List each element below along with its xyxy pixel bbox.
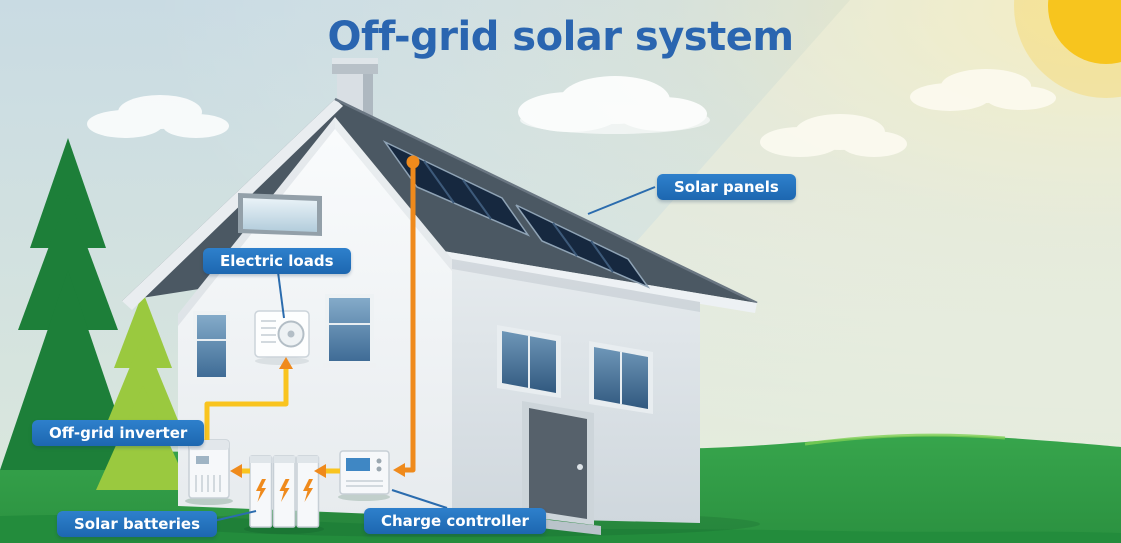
battery-unit [249, 455, 273, 528]
solar-panel-array [382, 140, 651, 289]
controller-screen [346, 458, 370, 471]
cable-inverter-to-load [204, 369, 289, 440]
flow-arrow [314, 464, 326, 478]
page-title: Off-grid solar system [327, 14, 794, 60]
label-pointer-electric-loads [277, 271, 285, 319]
roof-ridge-line [334, 97, 758, 305]
label-electric-loads: Electric loads [203, 248, 351, 274]
label-solar-panels: Solar panels [657, 174, 796, 200]
window-facade-left [191, 311, 232, 384]
side-wall [452, 259, 700, 523]
inverter-unit [185, 439, 233, 505]
window-facade-right [323, 294, 376, 368]
facade-wall [178, 117, 452, 517]
cloud [87, 95, 229, 138]
roof-eave-fascia [441, 251, 757, 313]
solar-panel [515, 204, 651, 289]
lightning-icon [303, 479, 313, 502]
flow-arrow [230, 464, 242, 478]
label-pointer-charge-controller [391, 489, 448, 509]
battery-unit [272, 455, 296, 528]
flow-arrow [279, 357, 293, 369]
eave-shadow-right [335, 117, 452, 271]
label-pointer-solar-panels [587, 186, 656, 215]
lightning-icon [256, 479, 266, 502]
roof-gable-trim [122, 99, 343, 310]
label-solar-batteries: Solar batteries [57, 511, 218, 537]
cloud [518, 76, 710, 134]
door-handle [577, 464, 583, 470]
sun [1048, 0, 1121, 64]
battery-unit [296, 455, 320, 528]
attic-window [238, 193, 322, 236]
cloud [910, 69, 1056, 111]
ac-unit [254, 310, 310, 365]
charge-controller-unit [338, 450, 390, 501]
label-off-grid-inverter: Off-grid inverter [32, 420, 205, 446]
solar-panel [382, 140, 531, 237]
door [515, 401, 601, 535]
cable-pv-to-controller [405, 163, 416, 473]
label-charge-controller: Charge controller [364, 508, 546, 534]
side-wall-top-shadow [452, 259, 700, 312]
flow-arrow [393, 463, 405, 477]
grass-highlight [804, 433, 1006, 446]
lightning-icon [279, 479, 290, 502]
battery-bank [244, 455, 324, 534]
cable-pv-dot [406, 155, 420, 169]
window-side-right [589, 341, 653, 414]
window-side-left [497, 325, 561, 398]
cloud [760, 114, 907, 157]
